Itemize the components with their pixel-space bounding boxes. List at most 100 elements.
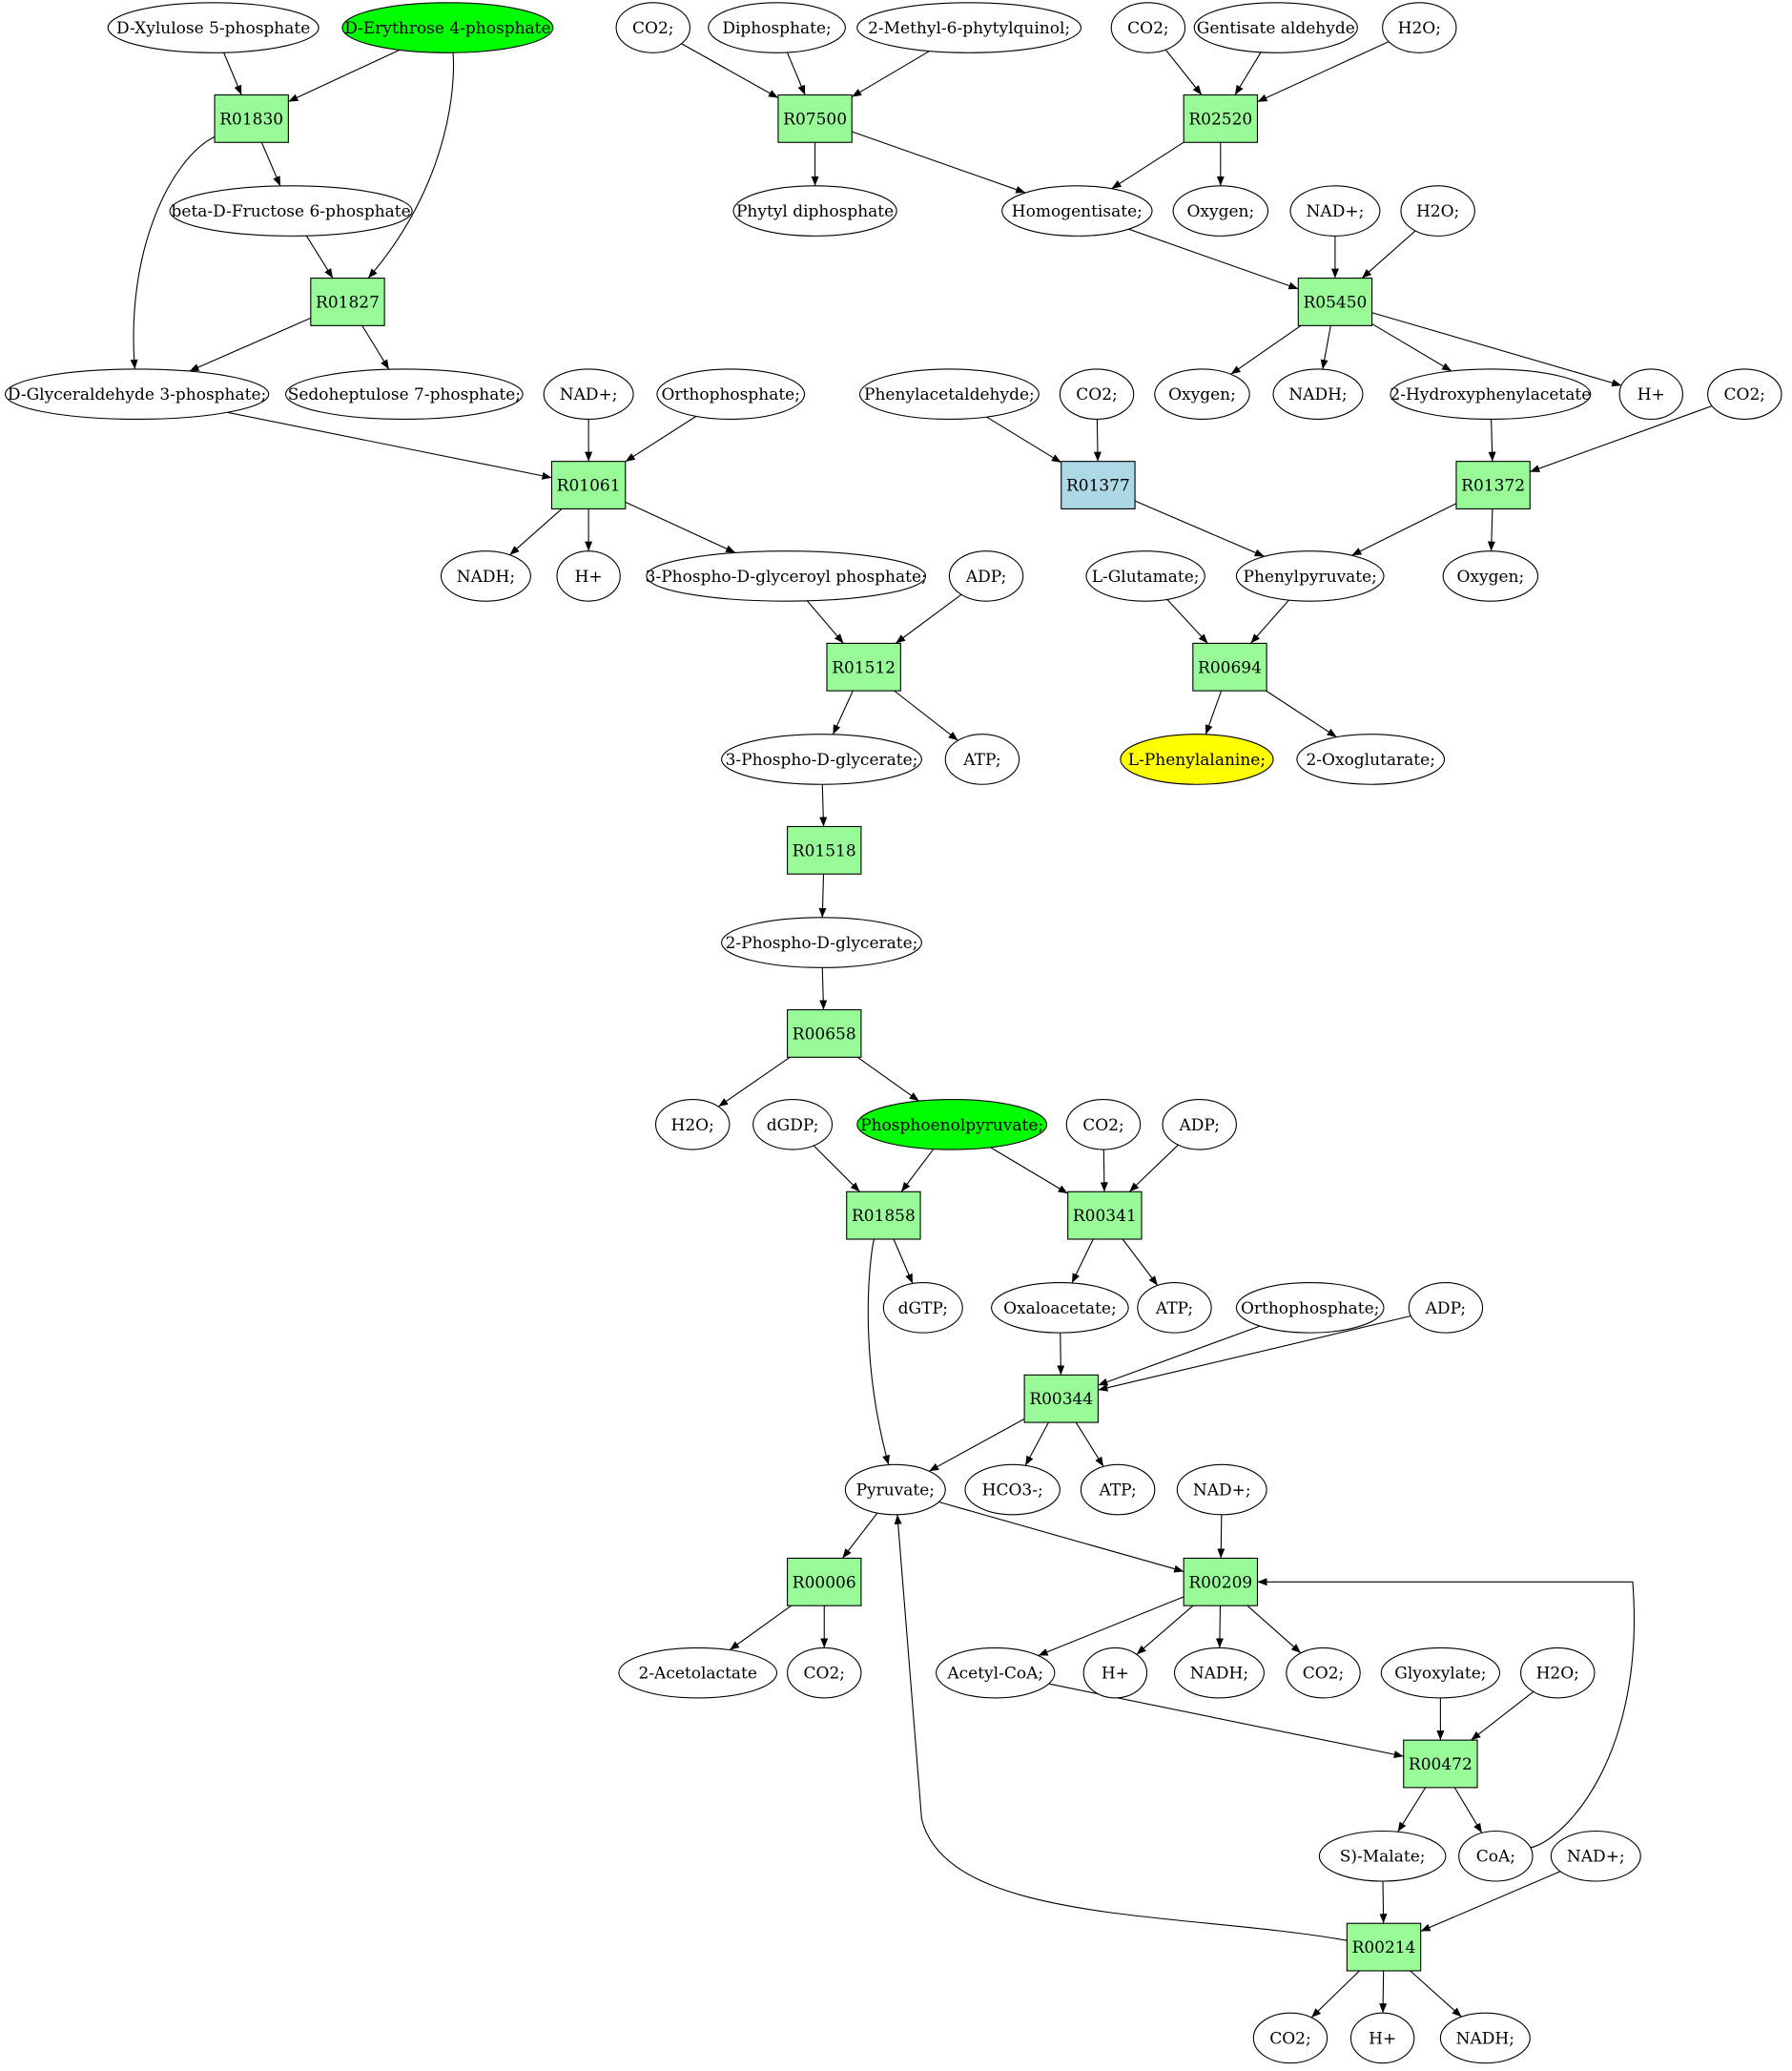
compound-node[interactable]: ATP; bbox=[944, 734, 1020, 785]
compound-node[interactable]: L-Glutamate; bbox=[1085, 550, 1205, 602]
reaction-label: R00344 bbox=[1029, 1390, 1093, 1409]
compound-node[interactable]: Glyoxylate; bbox=[1380, 1646, 1501, 1699]
compound-node[interactable]: Oxygen; bbox=[1154, 368, 1250, 421]
reaction-node[interactable]: R00209 bbox=[1183, 1557, 1259, 1606]
compound-node[interactable]: CO2; bbox=[1059, 368, 1135, 421]
compound-node[interactable]: S)-Malate; bbox=[1318, 1830, 1447, 1882]
compound-node[interactable]: NAD+; bbox=[1550, 1830, 1641, 1882]
reaction-node[interactable]: R00344 bbox=[1023, 1374, 1099, 1423]
compound-node[interactable]: H2O; bbox=[1520, 1646, 1596, 1699]
edge-line bbox=[223, 52, 242, 95]
compound-node[interactable]: NADH; bbox=[1272, 368, 1364, 421]
reaction-node[interactable]: R00341 bbox=[1067, 1191, 1143, 1240]
compound-ellipse bbox=[1085, 550, 1205, 602]
compound-node[interactable]: Orthophosphate; bbox=[656, 368, 806, 421]
compound-node[interactable]: NADH; bbox=[440, 550, 531, 602]
reaction-node[interactable]: R00006 bbox=[787, 1557, 862, 1606]
compound-label: NAD+; bbox=[1567, 1848, 1625, 1867]
compound-node[interactable]: Pyruvate; bbox=[844, 1463, 946, 1516]
compound-node[interactable]: 2-Methyl-6-phytylquinol; bbox=[856, 2, 1082, 53]
compound-node[interactable]: D-Xylulose 5-phosphate bbox=[107, 2, 319, 53]
compound-node[interactable]: dGTP; bbox=[882, 1282, 963, 1334]
compound-node[interactable]: Oxygen; bbox=[1172, 185, 1269, 237]
compound-label: Orthophosphate; bbox=[1241, 1299, 1379, 1318]
compound-node[interactable]: Homogentisate; bbox=[1001, 185, 1153, 237]
compound-node[interactable]: Gentisate aldehyde bbox=[1193, 2, 1358, 53]
compound-node[interactable]: L-Phenylalanine; bbox=[1120, 734, 1274, 785]
compound-node[interactable]: 3-Phospho-D-glyceroyl phosphate; bbox=[646, 550, 927, 602]
compound-node[interactable]: 3-Phospho-D-glycerate; bbox=[721, 734, 922, 785]
reaction-node[interactable]: R01372 bbox=[1455, 461, 1531, 509]
compound-node[interactable]: Acetyl-CoA; bbox=[936, 1646, 1056, 1699]
compound-ellipse bbox=[543, 368, 634, 421]
compound-node[interactable]: ADP; bbox=[948, 550, 1024, 602]
compound-node[interactable]: Phytyl diphosphate bbox=[732, 185, 897, 237]
edge-R01372-to-c31 bbox=[1351, 503, 1457, 556]
compound-node[interactable]: beta-D-Fructose 6-phosphate bbox=[169, 185, 413, 237]
compound-node[interactable]: H+ bbox=[556, 550, 621, 602]
edge-line bbox=[1310, 1970, 1360, 2019]
compound-node[interactable]: CO2; bbox=[1252, 2012, 1329, 2064]
compound-node[interactable]: Oxygen; bbox=[1442, 550, 1539, 602]
reaction-node[interactable]: R01377 bbox=[1061, 461, 1136, 509]
edge-line bbox=[305, 235, 334, 279]
compound-ellipse bbox=[1439, 2012, 1531, 2064]
reaction-node[interactable]: R07500 bbox=[777, 93, 853, 143]
compound-node[interactable]: H+ bbox=[1349, 2012, 1415, 2064]
compound-node[interactable]: 2-Phospho-D-glycerate; bbox=[721, 917, 922, 968]
compound-node[interactable]: H2O; bbox=[654, 1098, 731, 1150]
compound-node[interactable]: Oxaloacetate; bbox=[991, 1282, 1129, 1334]
compound-node[interactable]: D-Glyceraldehyde 3-phosphate; bbox=[4, 368, 270, 421]
reaction-node[interactable]: R01830 bbox=[214, 93, 289, 143]
compound-node[interactable]: ADP; bbox=[1162, 1098, 1237, 1150]
compound-node[interactable]: H+ bbox=[1082, 1646, 1148, 1699]
compound-node[interactable]: NADH; bbox=[1439, 2012, 1531, 2064]
compound-node[interactable]: H2O; bbox=[1382, 2, 1457, 53]
compound-node[interactable]: Diphosphate; bbox=[708, 2, 846, 53]
compound-node[interactable]: CO2; bbox=[1286, 1646, 1361, 1699]
reaction-node[interactable]: R01512 bbox=[826, 642, 901, 692]
compound-node[interactable]: Phenylacetaldehyde; bbox=[858, 368, 1040, 421]
reaction-node[interactable]: R00658 bbox=[787, 1009, 862, 1058]
compound-node[interactable]: ATP; bbox=[1137, 1282, 1212, 1334]
compound-node[interactable]: ADP; bbox=[1408, 1282, 1484, 1334]
compound-node[interactable]: dGDP; bbox=[752, 1098, 834, 1150]
compound-node[interactable]: ATP; bbox=[1080, 1463, 1156, 1516]
reaction-node[interactable]: R01858 bbox=[846, 1191, 921, 1240]
compound-node[interactable]: CO2; bbox=[615, 2, 690, 53]
compound-node[interactable]: NADH; bbox=[1173, 1646, 1265, 1699]
compound-node[interactable]: CO2; bbox=[1707, 368, 1782, 421]
compound-node[interactable]: HCO3-; bbox=[964, 1463, 1061, 1516]
edge-R00694-to-c35 bbox=[1205, 690, 1223, 735]
reaction-node[interactable]: R00472 bbox=[1403, 1739, 1478, 1789]
reaction-node[interactable]: R00214 bbox=[1346, 1922, 1422, 1972]
compound-label: NAD+; bbox=[560, 385, 618, 404]
edge-line bbox=[1093, 419, 1102, 462]
compound-node[interactable]: Sedoheptulose 7-phosphate; bbox=[285, 368, 524, 421]
compound-node[interactable]: Phosphoenolpyruvate; bbox=[856, 1098, 1048, 1150]
compound-node[interactable]: 2-Oxoglutarate; bbox=[1296, 734, 1446, 785]
compound-node[interactable]: CO2; bbox=[1110, 2, 1186, 53]
compound-node[interactable]: Orthophosphate; bbox=[1235, 1282, 1385, 1334]
compound-node[interactable]: CO2; bbox=[1065, 1098, 1142, 1150]
compound-node[interactable]: NAD+; bbox=[543, 368, 634, 421]
compound-node[interactable]: H2O; bbox=[1400, 185, 1475, 237]
edge-line bbox=[1266, 690, 1337, 738]
compound-node[interactable]: D-Erythrose 4-phosphate bbox=[341, 2, 554, 53]
reaction-node[interactable]: R01061 bbox=[550, 461, 627, 509]
compound-node[interactable]: 2-Acetolactate bbox=[618, 1646, 778, 1699]
reaction-node[interactable]: R05450 bbox=[1297, 278, 1373, 326]
reaction-node[interactable]: R02520 bbox=[1183, 93, 1259, 143]
reaction-node[interactable]: R01518 bbox=[787, 825, 862, 875]
reaction-node[interactable]: R00694 bbox=[1192, 642, 1267, 692]
compound-node[interactable]: 2-Hydroxyphenylacetate bbox=[1390, 368, 1592, 421]
reaction-node[interactable]: R01827 bbox=[310, 278, 385, 326]
compound-node[interactable]: NAD+; bbox=[1176, 1463, 1267, 1516]
compound-node[interactable]: CO2; bbox=[787, 1646, 862, 1699]
compound-node[interactable]: Phenylpyruvate; bbox=[1235, 550, 1385, 602]
edge-line bbox=[818, 874, 827, 918]
edge-R00341-to-c45 bbox=[1122, 1238, 1159, 1286]
compound-node[interactable]: NAD+; bbox=[1289, 185, 1381, 237]
compound-node[interactable]: H+ bbox=[1618, 368, 1683, 421]
compound-node[interactable]: CoA; bbox=[1458, 1830, 1534, 1882]
